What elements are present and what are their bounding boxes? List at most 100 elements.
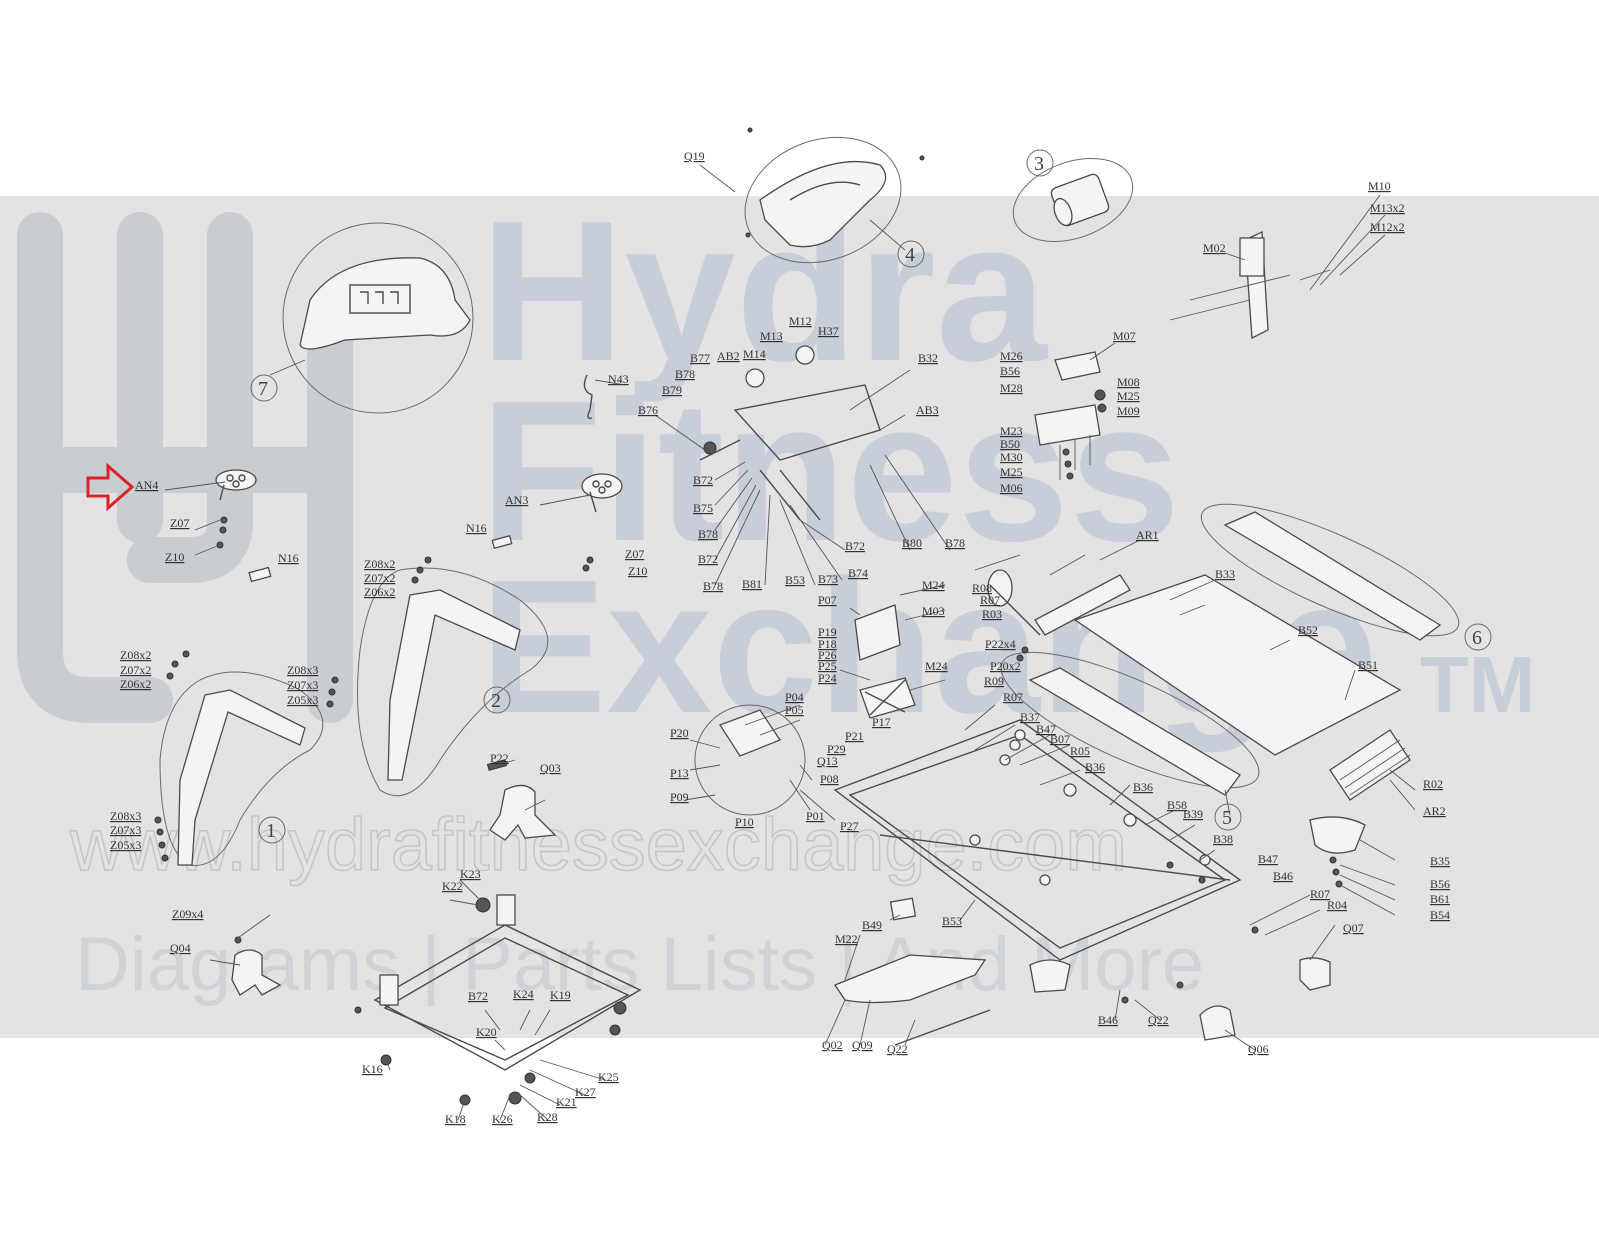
- label-r03: R03: [982, 607, 1002, 621]
- label-k25: K25: [598, 1070, 619, 1084]
- label-b78-a: B78: [675, 367, 695, 381]
- label-k19: K19: [550, 988, 571, 1002]
- watermark-logo-icon: [17, 212, 353, 723]
- label-p19: P19: [818, 625, 837, 639]
- callout-2: 2: [491, 690, 501, 712]
- label-r04: R04: [1327, 898, 1347, 912]
- label-r07-b: R07: [1003, 690, 1023, 704]
- label-b72-b: B72: [698, 552, 718, 566]
- label-an3: AN3: [505, 493, 528, 507]
- label-q04: Q04: [170, 941, 191, 955]
- label-b47-a: B47: [1036, 722, 1056, 736]
- label-b78-c: B78: [945, 536, 965, 550]
- handrail-2-part: [387, 589, 521, 781]
- label-m12x2: M12x2: [1370, 220, 1405, 234]
- handrail-1-part: [177, 689, 306, 866]
- label-m22: M22: [835, 932, 858, 946]
- label-z09x4: Z09x4: [172, 907, 203, 921]
- label-m09: M09: [1117, 404, 1140, 418]
- label-z05x3-b: Z05x3: [110, 838, 141, 852]
- label-k26: K26: [492, 1112, 513, 1126]
- fasteners: [154, 127, 1343, 1014]
- label-z10-a: Z10: [165, 550, 184, 564]
- label-p13: P13: [670, 766, 689, 780]
- label-b46-b: B46: [1098, 1013, 1118, 1027]
- watermark-trademark: TM: [1420, 640, 1536, 729]
- label-b58: B58: [1167, 798, 1187, 812]
- label-b81: B81: [742, 577, 762, 591]
- upright-base-q04-part: [231, 949, 282, 996]
- label-r07-c: R07: [1310, 887, 1330, 901]
- label-q22-b: Q22: [887, 1042, 908, 1056]
- cover-q22-part: [1029, 959, 1071, 993]
- leader-lines: [164, 164, 1416, 1121]
- label-b76: B76: [638, 403, 658, 417]
- callout-5: 5: [1222, 807, 1232, 829]
- watermark-brand-line2: Fitness: [480, 360, 1180, 583]
- label-b37: B37: [1020, 710, 1040, 724]
- label-b38: B38: [1213, 832, 1233, 846]
- label-ar2: AR2: [1423, 804, 1446, 818]
- label-z07x3-a: Z07x3: [287, 678, 318, 692]
- watermark: Hydra Fitness Exchange TM www.hydrafitne…: [0, 180, 1599, 1038]
- callout-7: 7: [258, 378, 268, 400]
- label-m12: M12: [789, 314, 812, 328]
- label-m03: M03: [922, 604, 945, 618]
- label-z08x3-a: Z08x3: [287, 663, 318, 677]
- label-q22-a: Q22: [1148, 1013, 1169, 1027]
- label-m28: M28: [1000, 381, 1023, 395]
- front-roller-part: [987, 569, 1131, 636]
- label-b78-d: B78: [703, 579, 723, 593]
- label-m25-a: M25: [1117, 389, 1140, 403]
- label-b56-a: B56: [1000, 364, 1020, 378]
- label-m25-b: M25: [1000, 465, 1023, 479]
- label-b75: B75: [693, 501, 713, 515]
- label-m24-b: M24: [925, 659, 948, 673]
- label-h37: H37: [818, 324, 839, 338]
- label-p22: P22: [490, 751, 509, 765]
- bottom-cover-part: [834, 954, 987, 1004]
- label-b56-b: B56: [1430, 877, 1450, 891]
- callout-loops: [159, 136, 1460, 866]
- label-r08: R08: [972, 581, 992, 595]
- highlight-arrow-icon: [86, 462, 135, 512]
- label-z06x2-a: Z06x2: [364, 585, 395, 599]
- label-m02: M02: [1203, 241, 1226, 255]
- label-k16: K16: [362, 1062, 383, 1076]
- label-p05: P05: [785, 703, 804, 717]
- base-frame-part: [373, 894, 642, 1106]
- rear-cover-q07-part: [1299, 957, 1331, 991]
- label-b72-a: B72: [693, 473, 713, 487]
- label-m13x2: M13x2: [1370, 201, 1405, 215]
- label-r09: R09: [984, 674, 1004, 688]
- label-k22: K22: [442, 879, 463, 893]
- label-z07x2-b: Z07x2: [120, 663, 151, 677]
- rear-cover-b35-part: [1309, 816, 1366, 854]
- label-r05: R05: [1070, 744, 1090, 758]
- label-z08x3-b: Z08x3: [110, 809, 141, 823]
- pad-n16-part: [491, 535, 513, 549]
- main-frame-part: [833, 719, 1242, 961]
- callout-numbers: 1 2 3 4 5 6 7: [250, 149, 1492, 844]
- callout-1: 1: [266, 820, 276, 842]
- side-rail-5-part: [1028, 667, 1241, 796]
- label-b78-b: B78: [698, 527, 718, 541]
- label-b07: B07: [1050, 732, 1070, 746]
- label-p26: P26: [818, 648, 837, 662]
- label-q06: Q06: [1248, 1042, 1269, 1056]
- label-b73: B73: [818, 572, 838, 586]
- label-m13: M13: [760, 329, 783, 343]
- watermark-band: [0, 196, 1599, 1038]
- label-b51: B51: [1358, 658, 1378, 672]
- controller-box-part: [719, 709, 781, 757]
- label-b53-b: B53: [942, 914, 962, 928]
- label-b72-c: B72: [845, 539, 865, 553]
- label-q09: Q09: [852, 1038, 873, 1052]
- label-k23: K23: [460, 867, 481, 881]
- label-n16-a: N16: [466, 521, 487, 535]
- label-k28: K28: [537, 1110, 558, 1124]
- label-m10: M10: [1368, 179, 1391, 193]
- part-labels: Q19 M10 M13x2 M12x2 M02 M07 N43 M12 M13 …: [110, 149, 1450, 1126]
- label-p17: P17: [872, 715, 891, 729]
